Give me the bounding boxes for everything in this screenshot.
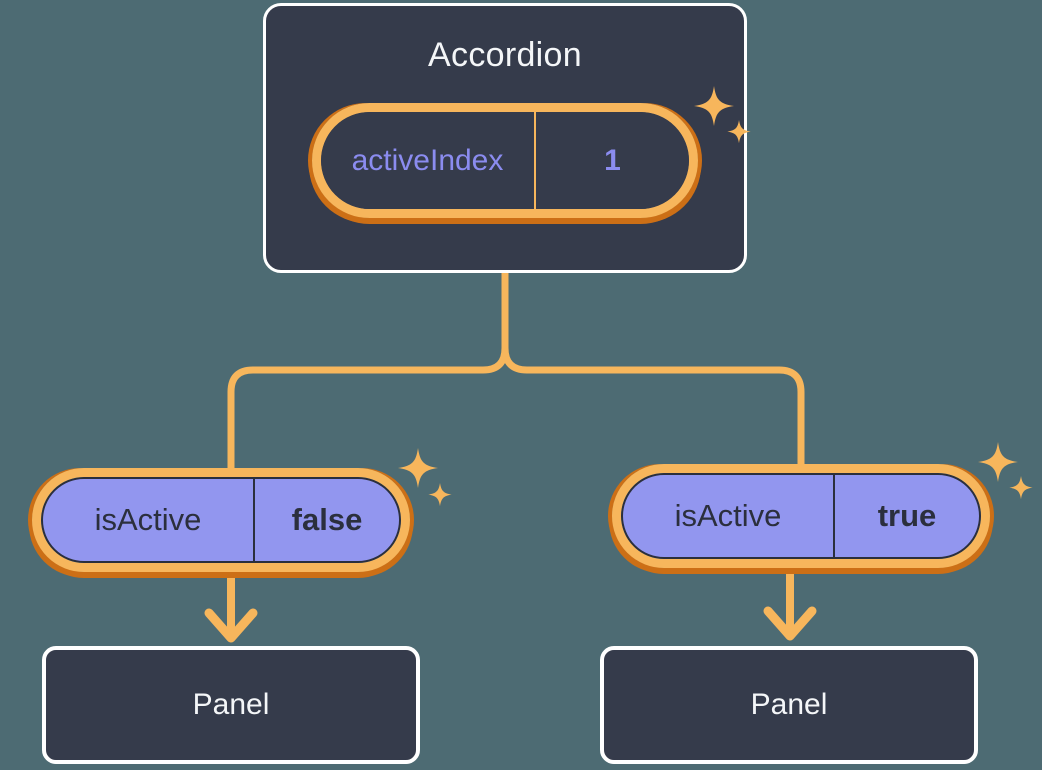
state-pill-inner: isActive false — [41, 477, 401, 563]
accordion-card-title: Accordion — [428, 36, 582, 74]
state-pill-active-index[interactable]: activeIndex 1 — [312, 103, 698, 218]
state-pill-value: true — [877, 498, 937, 533]
panel-component-card-left[interactable]: Panel — [42, 646, 420, 764]
state-pill-inner: isActive true — [621, 473, 981, 559]
state-pill-inner: activeIndex 1 — [321, 112, 689, 209]
state-pill-is-active-false[interactable]: isActive false — [32, 468, 410, 572]
state-pill-is-active-true[interactable]: isActive true — [612, 464, 990, 568]
panel-card-title: Panel — [192, 688, 270, 721]
state-pill-key: isActive — [43, 479, 255, 561]
panel-component-card-right[interactable]: Panel — [600, 646, 978, 764]
panel-card-title: Panel — [750, 688, 828, 721]
state-pill-key: isActive — [623, 475, 835, 557]
state-pill-value: false — [291, 502, 363, 537]
state-pill-value: 1 — [604, 143, 621, 177]
state-pill-key: activeIndex — [321, 112, 536, 209]
